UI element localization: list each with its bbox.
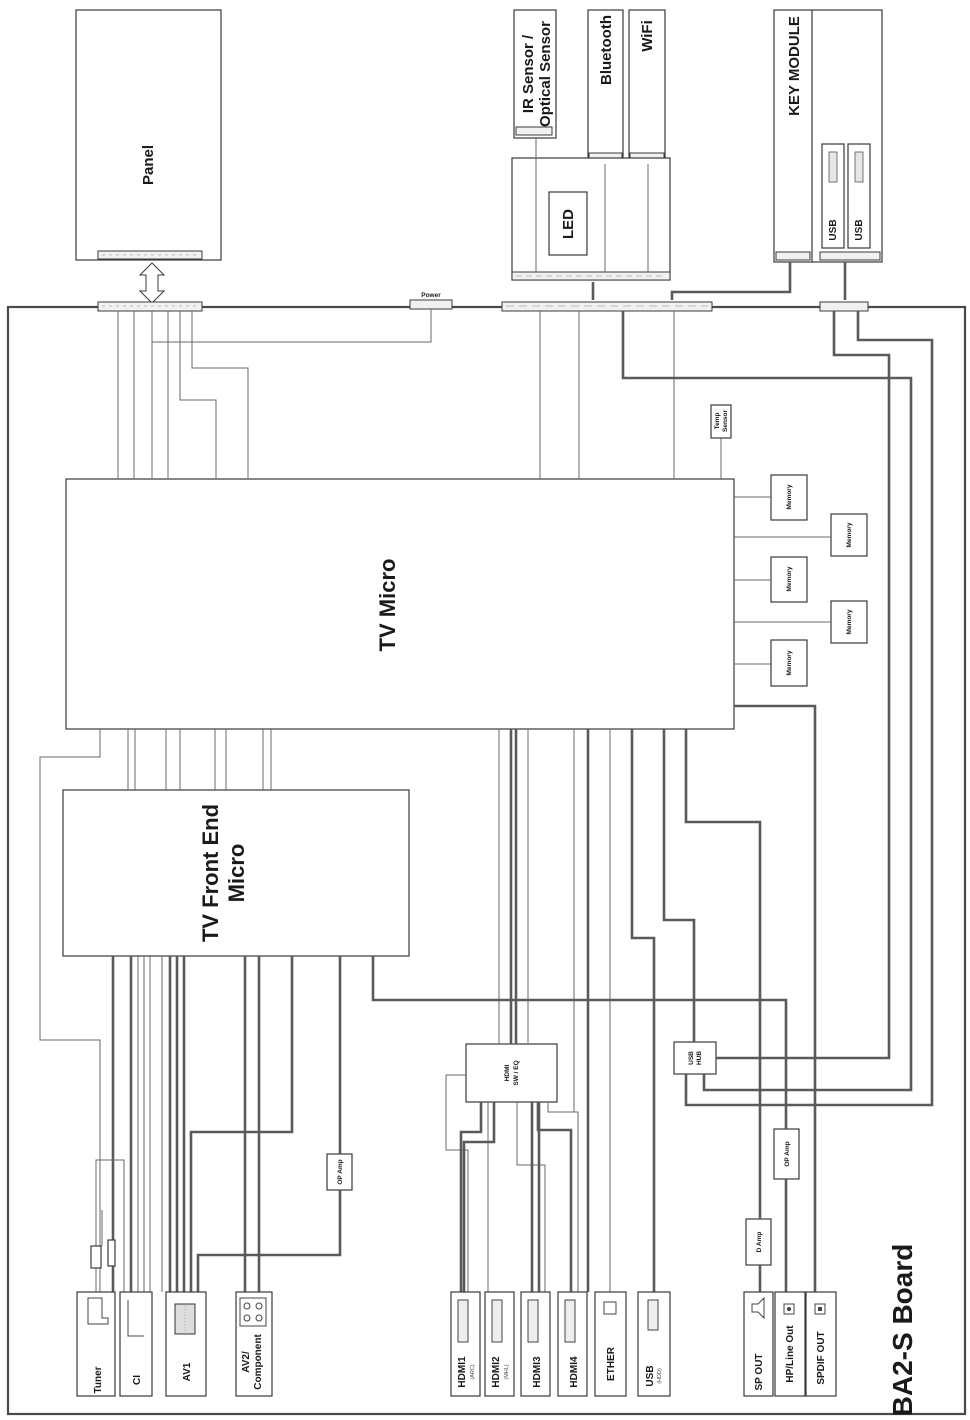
svg-text:(HDD): (HDD) [657, 1368, 663, 1384]
svg-text:SPDIF OUT: SPDIF OUT [816, 1331, 827, 1384]
power-label: Power [421, 292, 441, 299]
svg-text:HDMI: HDMI [504, 1065, 511, 1082]
tv-front-end-label-2: Micro [224, 844, 249, 903]
port-ether: ETHER [594, 1291, 627, 1397]
memory-2 [830, 513, 868, 557]
port-av2-component: AV2/ Component [235, 1291, 273, 1397]
port-hdmi3: HDMI3 [520, 1291, 551, 1397]
svg-text:OP Amp: OP Amp [784, 1141, 791, 1166]
port-blocks: Tuner CI AV1 AV2/ Component [76, 1291, 837, 1397]
port-sp-out: SP OUT [743, 1291, 774, 1397]
svg-text:ETHER: ETHER [606, 1346, 617, 1381]
port-ci: CI [119, 1291, 153, 1397]
port-hdmi4: HDMI4 [557, 1291, 588, 1397]
hdmi-switch: HDMI SW / EQ [465, 1043, 558, 1103]
wifi-label: WiFi [639, 20, 656, 52]
svg-text:HDMI1: HDMI1 [457, 1356, 468, 1388]
ir-sensor-label-2: Optical Sensor [537, 21, 554, 127]
svg-text:CI: CI [132, 1375, 143, 1385]
svg-text:Tuner: Tuner [93, 1366, 104, 1393]
port-tuner: Tuner [76, 1291, 116, 1397]
port-spdif-out: SPDIF OUT [805, 1291, 837, 1397]
svg-text:Memory: Memory [786, 566, 793, 591]
svg-text:HDMI3: HDMI3 [532, 1356, 543, 1388]
led-sensor-board: LED [511, 138, 671, 281]
svg-text:HDMI4: HDMI4 [569, 1356, 580, 1388]
wifi-module: WiFi [628, 9, 666, 165]
svg-text:Component: Component [253, 1334, 264, 1390]
sensor-connector [501, 301, 713, 312]
board-name: BA2-S Board [887, 1244, 918, 1417]
port-hdmi2: HDMI2 (MHL) [484, 1291, 515, 1397]
panel-connector [97, 301, 203, 312]
panel-link-arrow [138, 262, 166, 304]
ir-sensor-module: IR Sensor / Optical Sensor [513, 9, 557, 139]
svg-text:Memory: Memory [786, 484, 793, 509]
ir-sensor-label-1: IR Sensor / [520, 34, 537, 113]
tv-micro-label: TV Micro [375, 559, 400, 652]
bluetooth-module: Bluetooth [587, 9, 624, 165]
svg-text:(ARC): (ARC) [470, 1364, 476, 1379]
tv-micro-block: TV Micro [65, 478, 735, 730]
temp-sensor: Temp Sensor [710, 404, 732, 479]
svg-text:SW / EQ: SW / EQ [513, 1060, 520, 1085]
svg-text:HDMI2: HDMI2 [491, 1356, 502, 1388]
svg-text:OP Amp: OP Amp [337, 1159, 344, 1184]
usb-hub: USB HUB [673, 1041, 717, 1075]
svg-text:Memory: Memory [786, 650, 793, 675]
d-amp [745, 1218, 772, 1266]
led-label: LED [560, 209, 577, 239]
power-connector [409, 299, 453, 310]
svg-text:USB: USB [645, 1365, 656, 1386]
key-connector [819, 301, 869, 312]
svg-text:(MHL): (MHL) [504, 1364, 510, 1379]
tv-front-end-label-1: TV Front End [198, 804, 223, 942]
svg-text:USB: USB [688, 1051, 695, 1065]
board-outline [6, 305, 967, 1416]
key-bus [670, 262, 792, 300]
port-hp-line-out: HP/Line Out [774, 1291, 806, 1397]
svg-text:AV1: AV1 [182, 1362, 193, 1381]
memory-4 [830, 600, 868, 644]
bluetooth-label: Bluetooth [598, 15, 615, 85]
svg-text:AV2/: AV2/ [241, 1351, 252, 1373]
svg-text:HUB: HUB [696, 1051, 703, 1065]
svg-text:Sensor: Sensor [722, 410, 729, 433]
key-module: KEY MODULE USB USB [773, 9, 883, 263]
svg-text:SP OUT: SP OUT [754, 1353, 765, 1390]
port-hdmi1: HDMI1 (ARC) [450, 1291, 481, 1397]
memory-chips: Memory Memory Memory Memory Memory [734, 474, 868, 687]
usb-a-label: USB [828, 219, 839, 240]
svg-text:Memory: Memory [846, 522, 853, 547]
usb-b-label: USB [854, 219, 865, 240]
memory-5 [770, 639, 808, 687]
panel-label: Panel [140, 145, 157, 185]
amplifiers: OP Amp OP Amp D Amp [326, 1128, 800, 1266]
panel-module: Panel [75, 9, 222, 261]
port-usb-hdd: USB (HDD) [637, 1291, 671, 1397]
svg-text:Temp: Temp [714, 413, 721, 430]
thin-wires [39, 309, 675, 1292]
key-module-label: KEY MODULE [786, 16, 803, 116]
port-av1: AV1 [165, 1291, 207, 1397]
tv-front-end-block: TV Front End Micro [62, 789, 410, 957]
svg-text:HP/Line Out: HP/Line Out [785, 1325, 796, 1383]
svg-text:D Amp: D Amp [756, 1232, 763, 1253]
thick-buses [90, 311, 934, 1292]
svg-text:Memory: Memory [846, 609, 853, 634]
